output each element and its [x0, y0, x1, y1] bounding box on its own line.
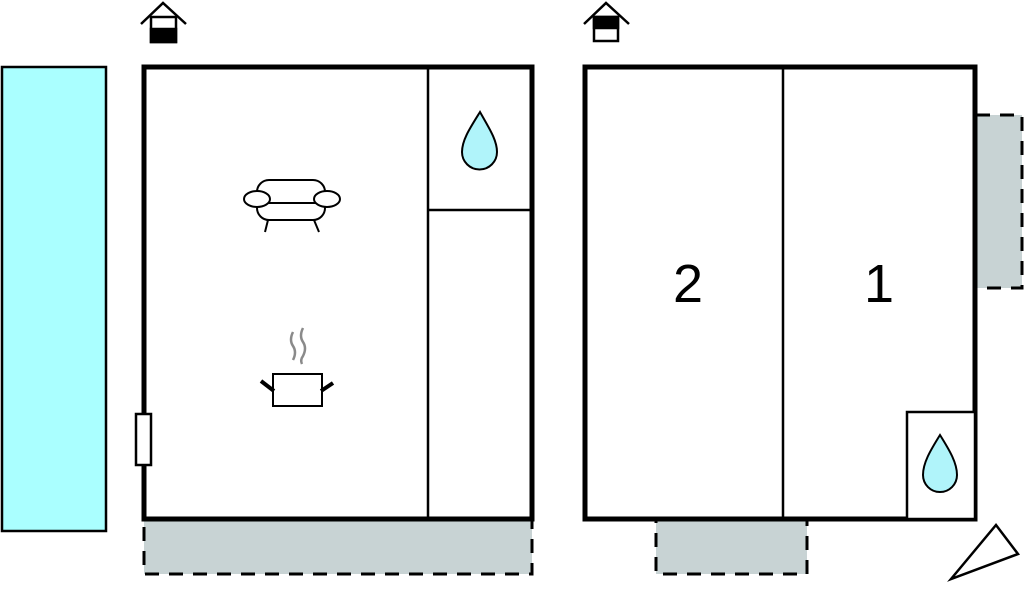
house-ground-floor-icon — [140, 1, 187, 44]
bedroom-1-label: 1 — [864, 254, 894, 314]
north-arrow-icon — [947, 522, 1021, 582]
house-upper-floor-icon — [583, 1, 630, 43]
sofa-icon — [243, 179, 341, 233]
door — [134, 412, 153, 467]
water-drop-icon — [921, 433, 959, 493]
water-drop-icon — [460, 110, 499, 171]
building-b: 2 1 — [582, 64, 978, 522]
bedroom-2-label: 2 — [673, 254, 703, 314]
terrace-front-right — [654, 517, 809, 576]
cooking-pot-icon — [259, 327, 335, 407]
terrace-front-left — [142, 517, 534, 576]
terrace-side-right — [974, 113, 1024, 290]
pool — [0, 65, 108, 533]
